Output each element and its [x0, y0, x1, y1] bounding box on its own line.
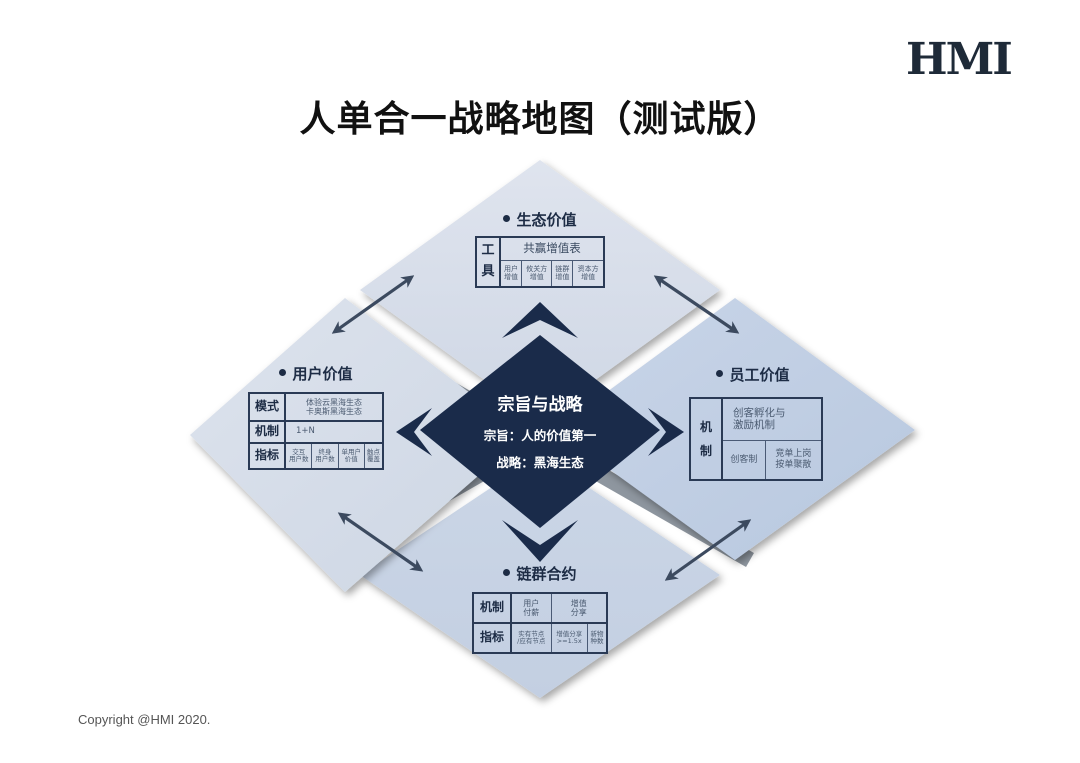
- chevron-up-icon: [502, 302, 578, 338]
- maker-system-cell: 创客制: [721, 439, 766, 481]
- value-share-cell: 增值分享: [550, 592, 608, 624]
- cell-user-value: 用户增值: [499, 260, 522, 287]
- bullet-icon: [716, 370, 724, 377]
- arrow-top-right-icon: [653, 275, 740, 334]
- bullet-icon: [279, 369, 287, 376]
- center-title: 宗旨与战略: [497, 395, 583, 415]
- row-header-metrics: 指标: [248, 442, 286, 470]
- win-win-table-cell: 共赢增值表: [499, 236, 605, 261]
- panel-title: 生态价值: [470, 209, 610, 230]
- metric-cell: 实有节点/应有节点: [510, 622, 552, 654]
- metric-cell: 触点覆盖: [363, 442, 384, 470]
- double-arrows: [331, 275, 752, 581]
- metric-cell: 终身用户数: [311, 442, 339, 470]
- metric-cell: 增值分享>=1.5x: [550, 622, 588, 654]
- panel-chain-contract: 链群合约 机制 用户付薪 增值分享 指标 实有节点/应有节点 增值分享>=1.5…: [470, 563, 610, 654]
- row-header-tools: 工具: [475, 236, 501, 287]
- panel-title: 用户价值: [246, 363, 386, 384]
- cell-stakeholder-value: 攸关方增值: [520, 260, 553, 287]
- row-header-mechanism: 机制: [248, 420, 286, 444]
- row-header-metrics: 指标: [472, 622, 512, 654]
- page-title: 人单合一战略地图（测试版）: [299, 99, 781, 140]
- panel-ecosystem-value: 生态价值 工具 共赢增值表 用户增值 攸关方增值 链群增值 资本方增值: [470, 209, 610, 288]
- center-purpose-strategy: 宗旨与战略 宗旨：人的价值第一 战略：黑海生态: [420, 390, 660, 479]
- bid-for-post-cell: 竞单上岗按单聚散: [764, 439, 823, 481]
- panel-user-value: 用户价值 模式 体验云黑海生态卡奥斯黑海生态 机制 1+N 指标 交互用户数 终…: [246, 363, 386, 470]
- center-purpose-line: 宗旨：人的价值第一: [483, 428, 597, 443]
- arrow-top-left-icon: [331, 275, 415, 334]
- arrow-bottom-right-icon: [664, 519, 752, 581]
- chevron-down-icon: [502, 520, 578, 562]
- diamond-top: [360, 160, 720, 420]
- cell-chain-value: 链群增值: [551, 260, 574, 287]
- bullet-icon: [503, 569, 511, 576]
- metric-cell: 新物种数: [586, 622, 608, 654]
- user-pay-cell: 用户付薪: [510, 592, 552, 624]
- row-header-mechanism: 机制: [472, 592, 512, 624]
- metric-cell: 交互用户数: [284, 442, 313, 470]
- mechanism-cell: 1+N: [284, 420, 384, 444]
- user-value-table: 模式 体验云黑海生态卡奥斯黑海生态 机制 1+N 指标 交互用户数 终身用户数 …: [248, 392, 384, 470]
- center-diamond: [396, 302, 684, 562]
- incubation-cell: 创客孵化与激励机制: [721, 397, 823, 441]
- row-header-mode: 模式: [248, 392, 286, 422]
- copyright-text: Copyright @HMI 2020.: [78, 712, 211, 727]
- chain-contract-table: 机制 用户付薪 增值分享 指标 实有节点/应有节点 增值分享>=1.5x 新物种…: [472, 592, 608, 654]
- panel-employee-value: 员工价值 机制 创客孵化与激励机制 创客制 竞单上岗按单聚散: [686, 364, 826, 481]
- bullet-icon: [503, 215, 511, 222]
- diamond-bottom: [360, 455, 720, 698]
- row-header-mechanism: 机制: [689, 397, 723, 481]
- chevron-right-icon: [648, 408, 684, 456]
- employee-value-table: 机制 创客孵化与激励机制 创客制 竞单上岗按单聚散: [689, 397, 823, 481]
- chevron-left-icon: [396, 408, 432, 456]
- hmi-logo: HMI: [906, 34, 1013, 85]
- ecosystem-table: 工具 共赢增值表 用户增值 攸关方增值 链群增值 资本方增值: [475, 236, 605, 288]
- center-strategy-line: 战略：黑海生态: [496, 455, 584, 470]
- mode-cell: 体验云黑海生态卡奥斯黑海生态: [284, 392, 384, 422]
- cell-capital-value: 资本方增值: [572, 260, 605, 287]
- panel-title: 员工价值: [686, 364, 826, 385]
- arrow-bottom-left-icon: [337, 512, 424, 572]
- metric-cell: 单用户价值: [337, 442, 365, 470]
- panel-title: 链群合约: [470, 563, 610, 584]
